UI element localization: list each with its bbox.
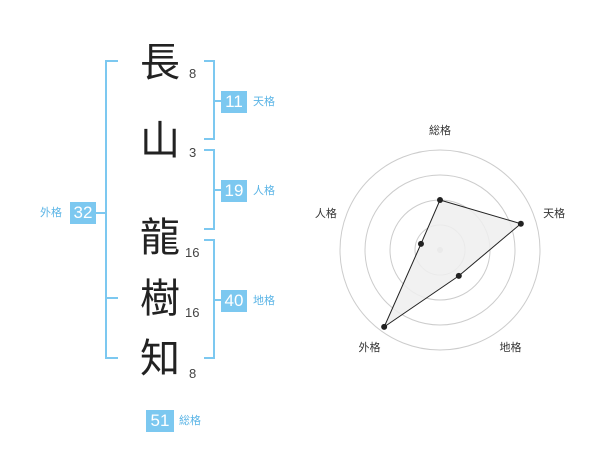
jinkaku-bracket	[204, 149, 215, 230]
chikaku-label: 地格	[253, 294, 275, 307]
gaikaku-bracket	[105, 60, 118, 359]
radar-point-1	[437, 197, 443, 203]
radar-axis-label-3: 地格	[500, 340, 522, 354]
chikaku-value: 40	[221, 290, 247, 312]
name-char-4: 樹	[140, 276, 180, 322]
gaikaku-value: 32	[70, 202, 96, 224]
name-char-5: 知	[140, 336, 180, 382]
soukaku-label: 総格	[179, 414, 201, 427]
radar-point-2	[517, 220, 524, 227]
radar-axis-label-2: 天格	[543, 206, 565, 220]
stroke-count-5: 8	[189, 366, 197, 381]
radar-point-3	[455, 272, 462, 279]
name-char-3: 龍	[140, 215, 180, 261]
jinkaku-value: 19	[221, 180, 247, 202]
radar-axis-label-4: 外格	[358, 340, 380, 354]
gaikaku-label: 外格	[40, 206, 62, 219]
radar-ring-4	[339, 149, 541, 351]
radar-point-5	[417, 240, 424, 247]
tenkaku-bracket	[204, 60, 215, 140]
radar-axis-label-5: 人格	[315, 206, 337, 220]
tenkaku-value: 11	[221, 91, 247, 113]
jinkaku-label: 人格	[253, 184, 275, 197]
radar-ring-3	[364, 174, 516, 326]
stroke-count-2: 3	[189, 145, 197, 160]
radar-polygon	[383, 199, 522, 329]
radar-axis-label-1: 総格	[429, 123, 451, 137]
stroke-count-4: 16	[185, 305, 200, 320]
name-char-1: 長	[140, 40, 180, 86]
soukaku-value: 51	[146, 410, 174, 432]
stroke-count-3: 16	[185, 245, 200, 260]
radar-point-4	[381, 323, 388, 330]
stroke-count-1: 8	[189, 66, 197, 81]
name-char-2: 山	[140, 118, 180, 164]
chikaku-bracket	[204, 239, 215, 359]
tenkaku-label: 天格	[253, 95, 275, 108]
